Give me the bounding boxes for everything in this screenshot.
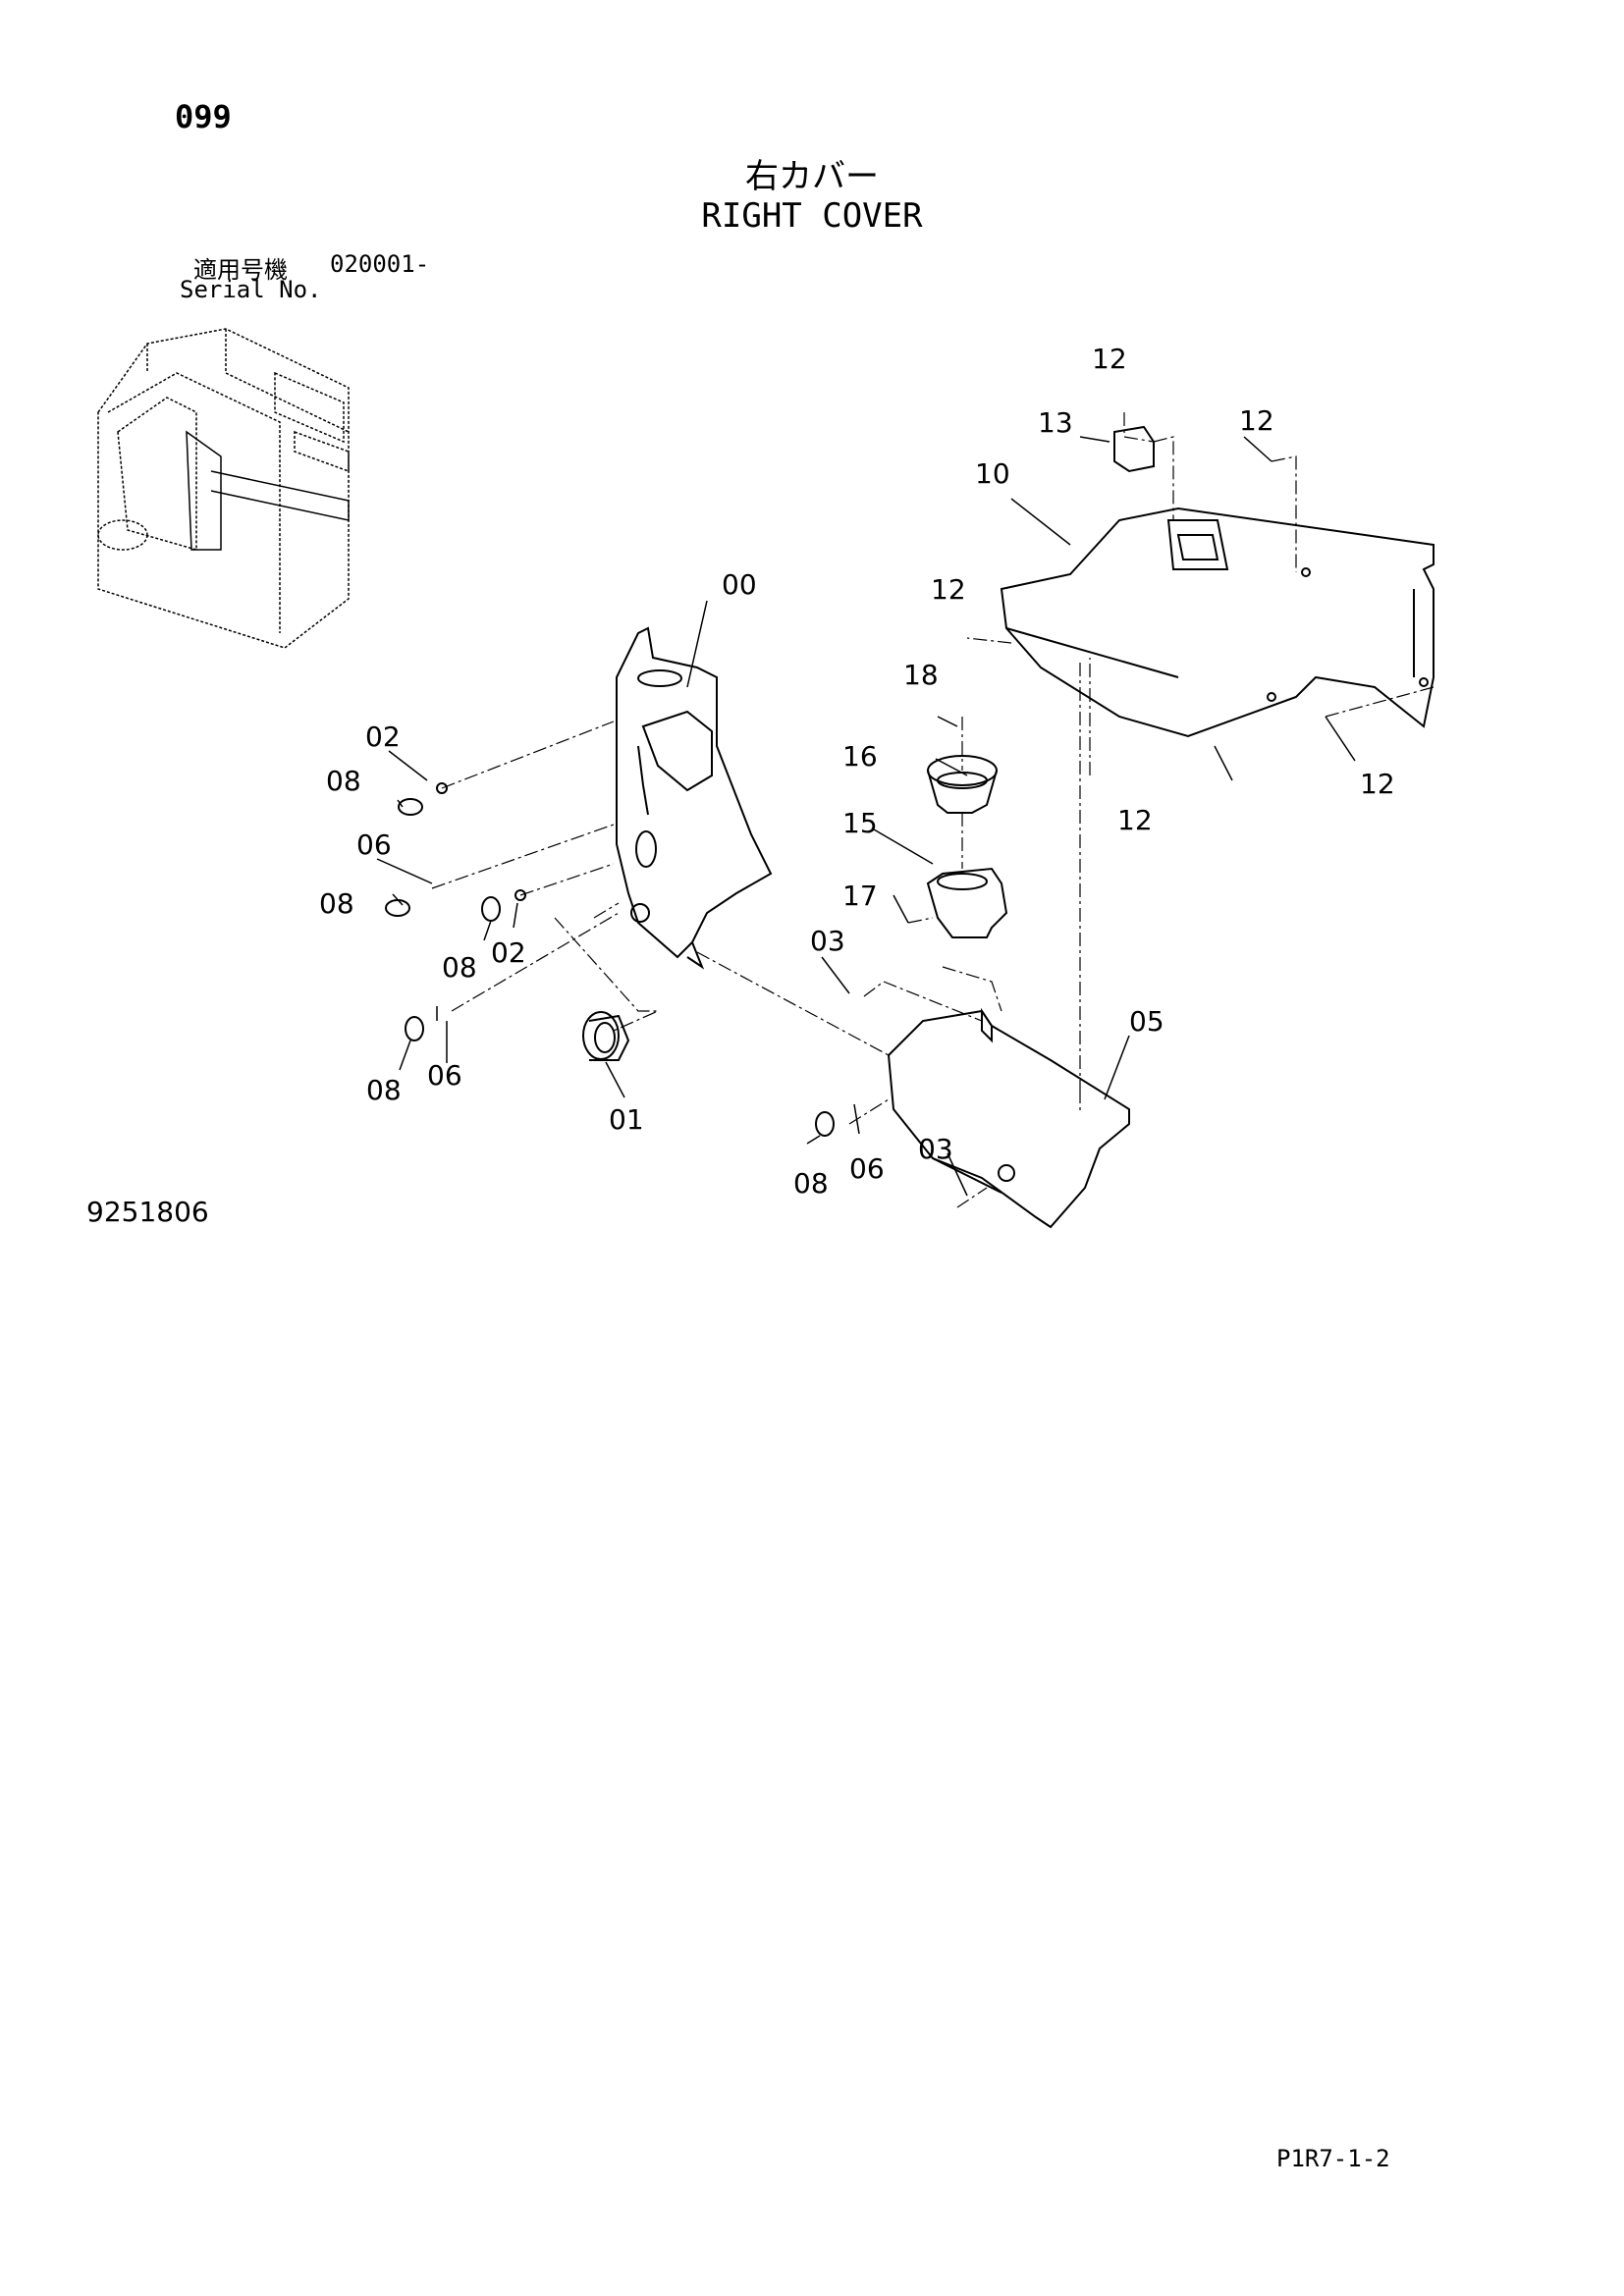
serial-value: 020001- — [330, 250, 430, 278]
screws-02 — [436, 782, 526, 901]
callout-08b: 08 — [319, 887, 354, 920]
callout-16: 16 — [842, 740, 878, 773]
callout-15: 15 — [842, 807, 878, 839]
callout-02b: 02 — [491, 936, 526, 969]
title-japanese: 右カバー — [745, 157, 879, 196]
callout-06b: 06 — [427, 1059, 462, 1092]
cab-thumbnail — [97, 328, 350, 649]
callout-12d: 12 — [1117, 804, 1153, 836]
part-15-cup-holder — [926, 867, 1008, 938]
serial-label-english: Serial No. — [180, 276, 322, 303]
part-16-cup — [927, 755, 998, 814]
part-00-side-panel — [616, 626, 773, 970]
part-05-lower-cover — [887, 1007, 1130, 1229]
callout-00: 00 — [722, 568, 757, 601]
leader-lines — [376, 436, 1356, 1197]
callout-labels: 00 01 02 02 03 03 05 06 06 06 08 08 08 0… — [319, 343, 1395, 1200]
callout-12e: 12 — [1360, 768, 1395, 800]
caps-08 — [385, 798, 835, 1137]
part-13-bracket — [1113, 425, 1155, 473]
part-01-grommet — [582, 1011, 630, 1061]
callout-03a: 03 — [810, 925, 845, 957]
alignment-lines — [431, 412, 1435, 1208]
callout-01: 01 — [609, 1103, 644, 1136]
callout-10: 10 — [975, 457, 1010, 490]
callout-17: 17 — [842, 880, 878, 912]
callout-03b: 03 — [918, 1133, 953, 1165]
serial-label-japanese: 適用号機 — [193, 256, 288, 284]
page-number: 099 — [175, 98, 232, 135]
callout-13: 13 — [1038, 406, 1073, 439]
page-reference: P1R7-1-2 — [1276, 2145, 1390, 2172]
callout-08d: 08 — [366, 1074, 402, 1106]
part-10-upper-trim — [1000, 507, 1435, 738]
callout-12c: 12 — [931, 573, 966, 606]
callout-06a: 06 — [356, 828, 392, 861]
callout-12b: 12 — [1239, 404, 1274, 437]
callout-08a: 08 — [326, 765, 361, 797]
callout-02a: 02 — [365, 721, 401, 753]
callout-06c: 06 — [849, 1152, 885, 1185]
callout-18: 18 — [903, 659, 939, 691]
callout-05: 05 — [1129, 1005, 1164, 1038]
title-english: RIGHT COVER — [701, 196, 923, 236]
callout-08c: 08 — [442, 951, 477, 984]
callout-12a: 12 — [1092, 343, 1127, 375]
callout-08e: 08 — [793, 1167, 829, 1200]
drawing-number: 9251806 — [86, 1196, 209, 1228]
